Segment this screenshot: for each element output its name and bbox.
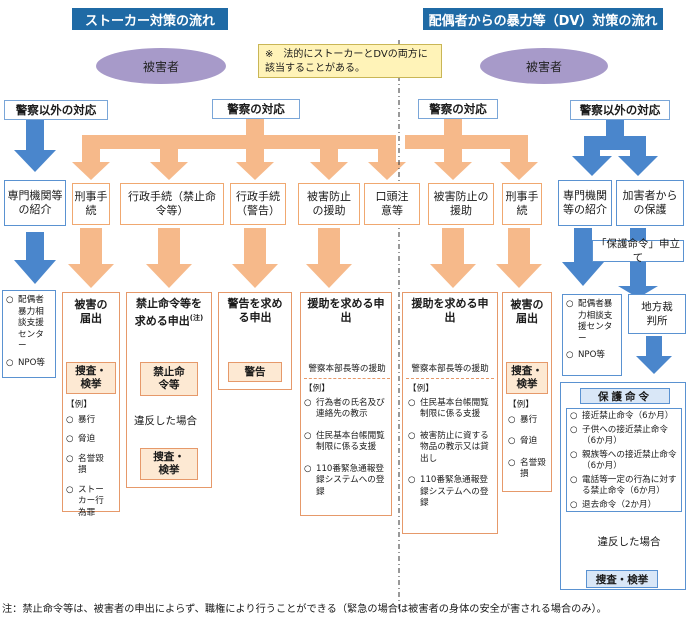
example-label: 【例】	[408, 384, 434, 394]
column-title: 被害の届出	[510, 298, 544, 325]
stalker-admin-prohibit: 行政手続（禁止命令等）	[120, 183, 224, 225]
dv-support-item: 配偶者暴力相談支援センター	[566, 299, 618, 345]
example-item: 名誉毀損	[508, 458, 552, 481]
example-item: 110番緊急通報登録システムへの登録	[408, 475, 494, 510]
example-item: 名誉毀損	[66, 454, 118, 477]
blue-arrows	[14, 120, 672, 374]
stalker-support-center: 配偶者暴力相談支援センター NPO等	[2, 290, 56, 378]
dv-banner: 配偶者からの暴力等（DV）対策の流れ	[423, 8, 663, 30]
warning-box: 警告	[228, 362, 282, 382]
dv-victim: 被害者	[480, 48, 608, 84]
violation-label: 違反した場合	[597, 536, 661, 548]
column-title: 被害の届出	[74, 298, 108, 325]
stalker-banner: ストーカー対策の流れ	[72, 8, 228, 30]
dv-petition: 「保護命令」申立て	[592, 238, 684, 264]
column-title: 援助を求める申出	[411, 297, 489, 324]
oral-warning: 口頭注意等	[364, 183, 420, 225]
example-item: 脅迫	[66, 434, 118, 446]
example-item: 暴行	[66, 415, 118, 427]
stalker-examples: 【例】 暴行 脅迫 名誉毀損 ストーカー行為罪	[66, 400, 118, 524]
dv-support-item: NPO等	[566, 350, 618, 362]
dv-criminal: 刑事手続	[502, 183, 542, 225]
example-item: 110番緊急通報登録システムへの登録	[304, 464, 388, 499]
stalker-assist-examples: 【例】 行為者の氏名及び連絡先の教示 住民基本台帳閲覧制限に係る支援 110番緊…	[304, 384, 388, 503]
footnote: 注：禁止命令等は、被害者の申出によらず、職権により行うことができる（緊急の場合は…	[2, 604, 607, 615]
dv-assist-examples: 【例】 住民基本台帳閲覧制限に係る支援 被害防止に資する物品の教示又は貸出し 1…	[408, 384, 494, 515]
dv-protection: 加害者からの保護	[616, 180, 684, 226]
order-item: 電話等一定の行為に対する禁止命令（6か月）	[570, 475, 678, 498]
column-title: 警告を求める申出	[227, 297, 283, 324]
note-mark: (注)	[189, 314, 204, 322]
investigation-box: 捜査・検挙	[506, 362, 548, 394]
violation-label: 違反した場合	[134, 415, 197, 427]
example-item: ストーカー行為罪	[66, 485, 118, 520]
investigation-box: 捜査・検挙	[140, 448, 198, 480]
order-item: 退去命令（2か月）	[570, 500, 678, 512]
example-item: 被害防止に資する物品の教示又は貸出し	[408, 431, 494, 466]
example-item: 住民基本台帳閲覧制限に係る支援	[304, 431, 388, 454]
stalker-non-police-header: 警察以外の対応	[4, 100, 108, 120]
stalker-admin-warning: 行政手続（警告）	[230, 183, 286, 225]
stalker-referral: 専門機関等の紹介	[4, 180, 66, 226]
dv-referral: 専門機関等の紹介	[558, 180, 612, 226]
stalker-assist: 被害防止の援助	[298, 183, 360, 225]
assist-subtitle: 警察本部長等の援助	[406, 364, 494, 379]
shared-note: ※ 法的にストーカーとDVの両方に該当することがある。	[258, 44, 442, 78]
dv-police-header: 警察の対応	[418, 99, 498, 119]
dv-assist: 被害防止の援助	[428, 183, 494, 225]
prohibition-order-box: 禁止命令等	[140, 362, 198, 396]
example-item: 行為者の氏名及び連絡先の教示	[304, 398, 388, 421]
example-item: 住民基本台帳閲覧制限に係る支援	[408, 398, 494, 421]
stalker-criminal: 刑事手続	[72, 183, 110, 225]
dv-support-center: 配偶者暴力相談支援センター NPO等	[562, 294, 622, 376]
example-item: 脅迫	[508, 436, 552, 448]
stalker-support-item: 配偶者暴力相談支援センター	[6, 295, 52, 353]
column-title: 援助を求める申出	[307, 297, 385, 324]
district-court: 地方裁判所	[628, 294, 686, 334]
order-item: 接近禁止命令（6か月）	[570, 411, 678, 423]
order-item: 親族等への接近禁止命令（6か月）	[570, 450, 678, 473]
investigation-box: 捜査・検挙	[586, 570, 658, 588]
column-title: 禁止命令等を求める申出(注)	[134, 297, 204, 328]
assist-subtitle: 警察本部長等の援助	[304, 364, 390, 379]
order-item: 子供への接近禁止命令（6か月）	[570, 425, 678, 448]
example-label: 【例】	[66, 400, 92, 410]
example-label: 【例】	[304, 384, 330, 394]
stalker-victim: 被害者	[96, 48, 226, 84]
dv-non-police-header: 警察以外の対応	[570, 100, 670, 120]
protection-order-list: 接近禁止命令（6か月） 子供への接近禁止命令（6か月） 親族等への接近禁止命令（…	[566, 408, 682, 512]
example-label: 【例】	[508, 400, 534, 410]
protection-order-title: 保護命令	[580, 388, 670, 404]
dv-report-examples: 【例】 暴行 脅迫 名誉毀損	[508, 400, 552, 486]
stalker-police-header: 警察の対応	[212, 99, 300, 119]
investigation-box: 捜査・検挙	[66, 362, 116, 394]
stalker-support-item: NPO等	[6, 358, 52, 370]
example-item: 暴行	[508, 415, 552, 427]
